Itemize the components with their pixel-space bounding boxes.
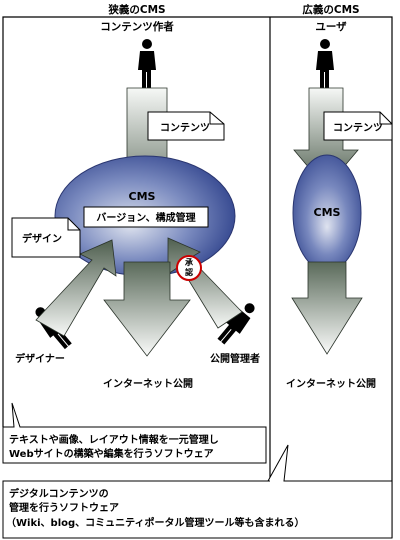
broad-content-note-text: コンテンツ: [333, 122, 383, 134]
narrow-publish-arrow: [103, 261, 191, 357]
broad-title: 広義のCMS: [302, 3, 359, 16]
narrow-frame: [2, 16, 393, 538]
svg-text:認: 認: [185, 267, 193, 277]
broad-caption-line1: デジタルコンテンツの: [9, 487, 109, 500]
approval-stamp: 承 認: [176, 255, 202, 281]
narrow-title: 狭義のCMS: [107, 3, 165, 16]
approval-stamp-text: 承: [185, 258, 193, 267]
user-person-icon: [316, 39, 334, 88]
narrow-caption-box: [2, 402, 267, 464]
design-note: [11, 217, 81, 258]
design-input-arrow: [35, 239, 117, 337]
broad-publish-arrow: [291, 261, 363, 355]
narrow-publish-label: インターネット公開: [103, 378, 193, 390]
admin-label: 公開管理者: [210, 352, 260, 365]
broad-caption-line2: 管理を行うソフトウェア: [9, 501, 119, 514]
versioning-label: バージョン、構成管理: [96, 211, 195, 224]
narrow-author-label: コンテンツ作者: [100, 20, 174, 33]
author-person-icon: [138, 39, 156, 88]
admin-person-icon: [217, 303, 255, 345]
design-note-text: デザイン: [22, 232, 62, 245]
narrow-content-note-text: コンテンツ: [160, 122, 210, 134]
broad-caption-line3: （Wiki、blog、コミュニティポータル管理ツール等も含まれる）: [6, 516, 305, 529]
broad-cms-label: CMS: [314, 206, 341, 219]
designer-label: デザイナー: [15, 352, 65, 365]
broad-content-note: [323, 111, 393, 141]
versioning-box: [83, 206, 209, 228]
broad-user-label: ユーザ: [315, 21, 347, 33]
broad-publish-label: インターネット公開: [286, 378, 376, 390]
broad-caption-box: [2, 444, 393, 539]
narrow-content-note: [147, 111, 225, 141]
narrow-caption-line1: テキストや画像、レイアウト情報を一元管理し: [9, 433, 219, 446]
narrow-cms-label: CMS: [129, 190, 156, 203]
narrow-caption-line2: Webサイトの構築や編集を行うソフトウェア: [9, 447, 214, 460]
